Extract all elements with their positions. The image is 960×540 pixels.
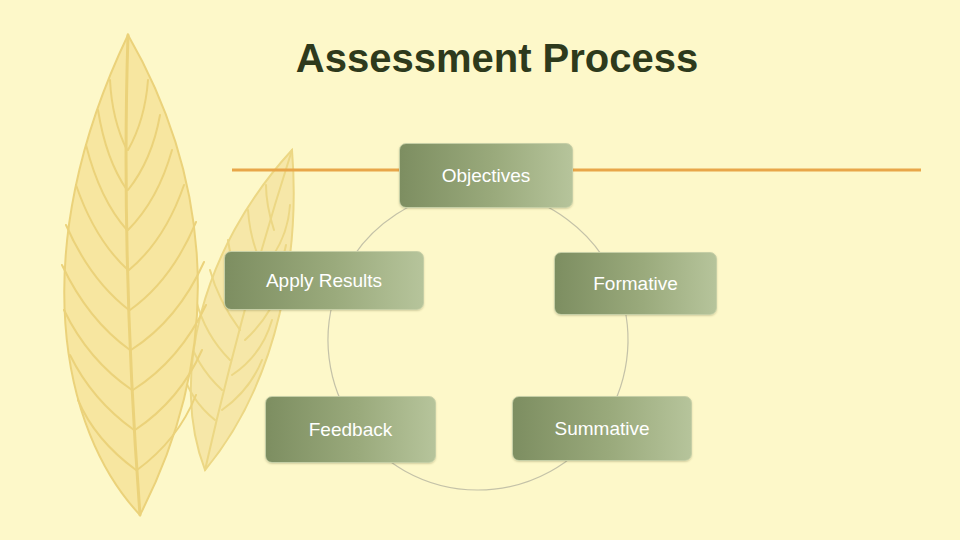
box-label: Apply Results: [266, 270, 382, 292]
process-box: Summative: [512, 396, 692, 461]
process-box: Formative: [554, 252, 717, 315]
feather-front: [62, 35, 206, 515]
box-label: Feedback: [309, 419, 392, 441]
box-label: Formative: [593, 273, 677, 295]
diagram-title: Assessment Process: [0, 36, 960, 81]
accent-rule: [232, 169, 921, 172]
box-label: Objectives: [442, 165, 531, 187]
box-label: Summative: [554, 418, 649, 440]
process-box: Apply Results: [224, 251, 424, 310]
process-box: Feedback: [265, 396, 436, 463]
process-box: Objectives: [399, 143, 573, 208]
